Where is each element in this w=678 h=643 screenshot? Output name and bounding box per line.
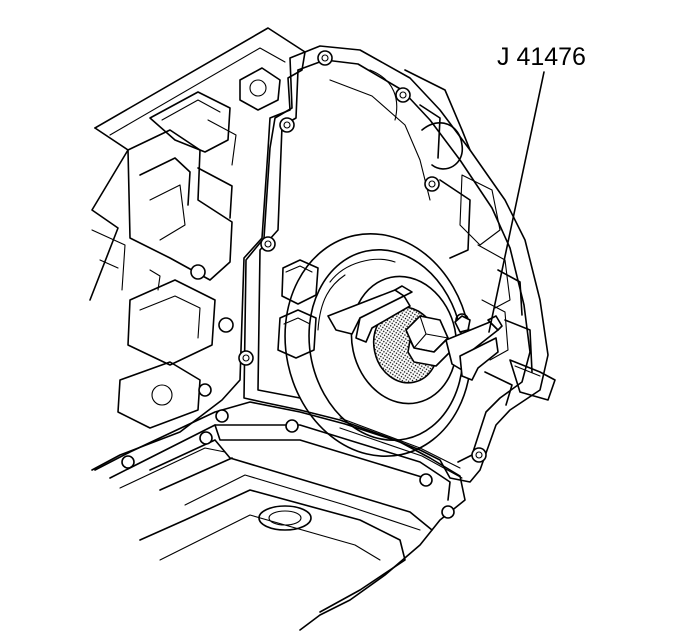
- bolt-icon: [260, 236, 276, 252]
- bolt-icon: [215, 409, 229, 423]
- bolt-icon: [441, 505, 455, 519]
- bolt-icon: [419, 473, 433, 487]
- bolt-icon: [199, 431, 213, 445]
- oil-pan: [94, 401, 466, 631]
- bolt-icon: [317, 50, 333, 66]
- drain-plug: [258, 505, 312, 531]
- bolt-icon: [424, 176, 440, 192]
- bolt-icon: [279, 117, 295, 133]
- front-cover: [243, 45, 556, 483]
- bolt-icon: [285, 419, 299, 433]
- callout-leader-line: [488, 71, 545, 333]
- tool-callout-label: J 41476: [497, 43, 586, 71]
- bolt-icon: [121, 455, 135, 469]
- seal-installer-tool: [327, 285, 503, 381]
- bolt-icon: [395, 87, 411, 103]
- bolt-icon: [238, 350, 254, 366]
- bolt-icon: [471, 447, 487, 463]
- cover-bolts: [238, 50, 487, 463]
